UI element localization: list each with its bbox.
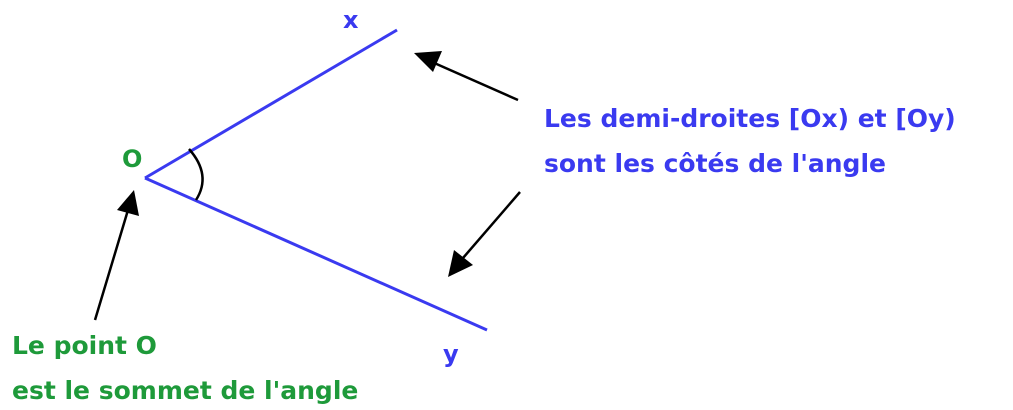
sides-annotation-line1: Les demi-droites [Ox) et [Oy) — [544, 104, 956, 133]
arrow-to-vertex — [93, 190, 139, 321]
angle-arc — [188, 148, 204, 201]
vertex-annotation-line2: est le sommet de l'angle — [12, 376, 359, 405]
vertex-annotation-line1: Le point O — [12, 331, 157, 360]
ray-ox — [144, 28, 398, 180]
ray-y-label: y — [443, 340, 459, 368]
ray-x-label: x — [343, 6, 359, 34]
sides-annotation-line2: sont les côtés de l'angle — [544, 149, 886, 178]
vertex-label: O — [122, 145, 143, 173]
arrow-to-ray-x — [414, 51, 519, 102]
ray-oy — [144, 176, 488, 332]
arrow-to-ray-y — [448, 191, 521, 277]
